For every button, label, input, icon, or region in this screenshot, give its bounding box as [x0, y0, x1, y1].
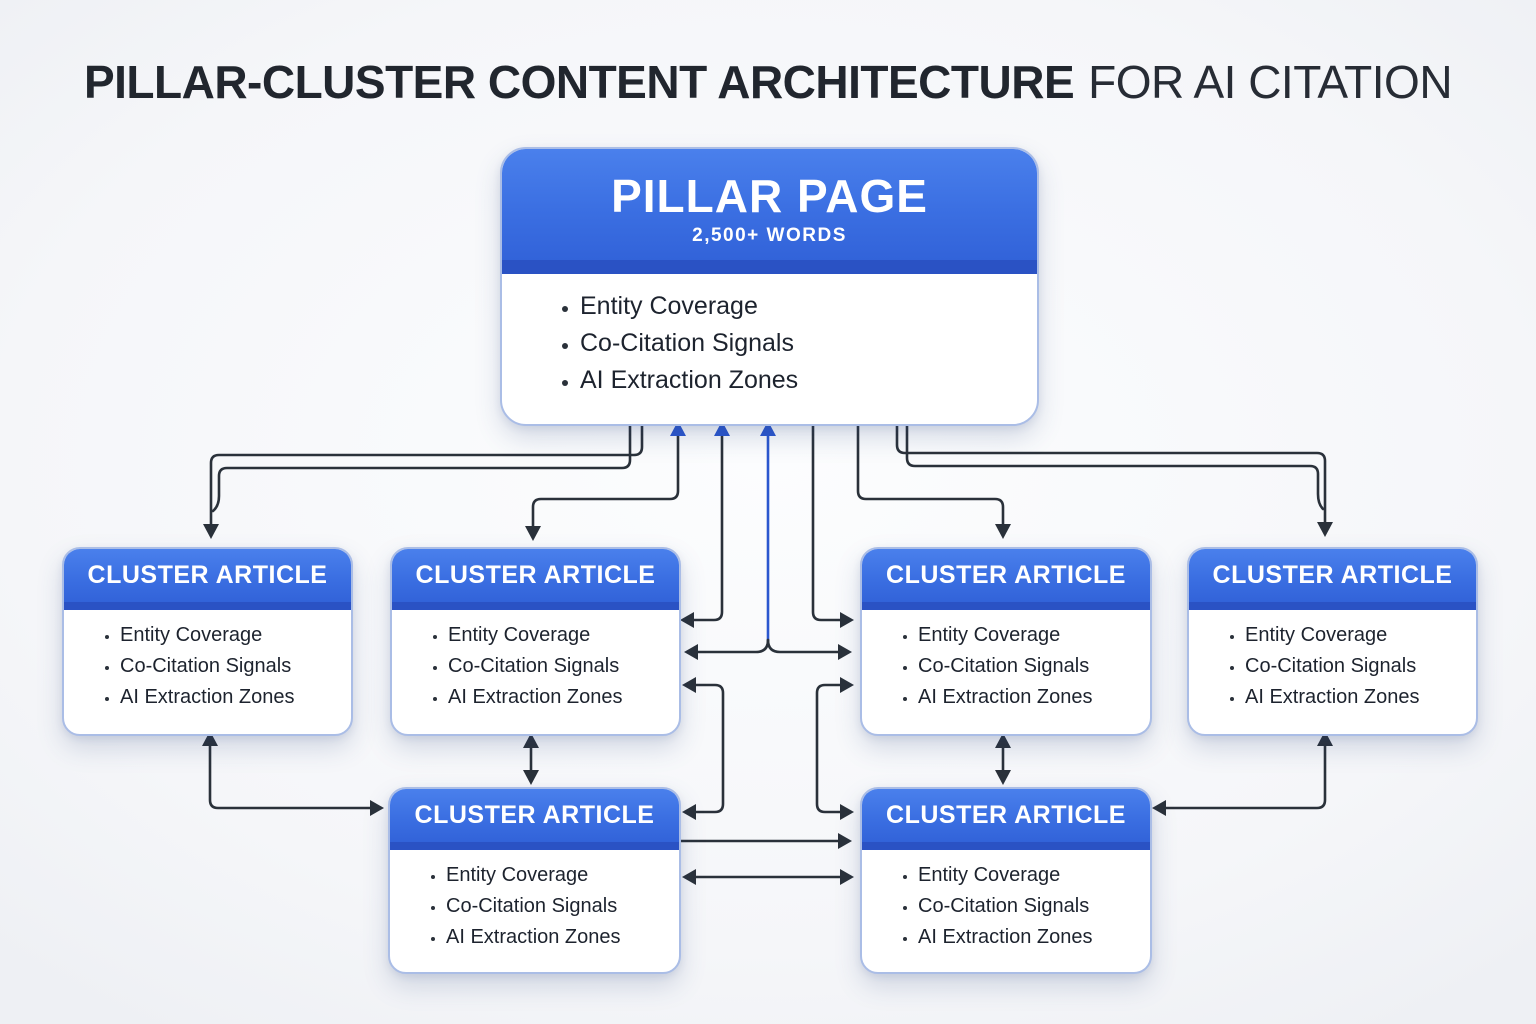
cluster-bullet-list: Entity Coverage Co-Citation Signals AI E…: [390, 850, 679, 947]
cluster-header-stripe: [64, 602, 351, 610]
cluster-box-2: CLUSTER ARTICLE Entity Coverage Co-Citat…: [390, 547, 681, 736]
bullet-item: AI Extraction Zones: [918, 687, 1140, 707]
cluster-title: CLUSTER ARTICLE: [886, 561, 1126, 589]
connector-cluster3-cluster6-bracket: [815, 677, 854, 820]
connector-pillar-center-split: [684, 421, 852, 660]
bullet-item: Entity Coverage: [918, 865, 1140, 885]
pillar-title: PILLAR PAGE: [611, 170, 928, 222]
cluster-box-4: CLUSTER ARTICLE Entity Coverage Co-Citat…: [1187, 547, 1478, 736]
pillar-bullet-list: Entity Coverage Co-Citation Signals AI E…: [502, 274, 1037, 393]
bullet-item: Co-Citation Signals: [918, 656, 1140, 676]
connector-cluster2-cluster5-vertical: [523, 733, 539, 785]
cluster-box-5: CLUSTER ARTICLE Entity Coverage Co-Citat…: [388, 787, 681, 974]
cluster-header-stripe: [1189, 602, 1476, 610]
cluster-header-stripe: [390, 842, 679, 850]
connector-cluster3-cluster6-vertical: [995, 733, 1011, 785]
bullet-item: AI Extraction Zones: [580, 368, 1017, 393]
cluster-header: CLUSTER ARTICLE: [862, 549, 1150, 602]
bullet-item: AI Extraction Zones: [918, 927, 1140, 947]
cluster-bullet-list: Entity Coverage Co-Citation Signals AI E…: [392, 610, 679, 707]
connector-pillar-to-cluster1: [203, 419, 644, 539]
cluster-box-3: CLUSTER ARTICLE Entity Coverage Co-Citat…: [860, 547, 1152, 736]
connector-cluster5-cluster6-bidirectional: [682, 869, 854, 885]
bullet-item: Co-Citation Signals: [918, 896, 1140, 916]
bullet-item: Entity Coverage: [918, 625, 1140, 645]
bullet-item: Entity Coverage: [580, 294, 1017, 319]
bullet-item: Co-Citation Signals: [446, 896, 669, 916]
bullet-item: AI Extraction Zones: [446, 927, 669, 947]
cluster-header: CLUSTER ARTICLE: [390, 789, 679, 842]
pillar-page-box: PILLAR PAGE 2,500+ WORDS Entity Coverage…: [500, 147, 1039, 426]
cluster-header-stripe: [392, 602, 679, 610]
connector-cluster2-cluster5-bracket: [682, 677, 725, 820]
bullet-item: AI Extraction Zones: [1245, 687, 1466, 707]
cluster-header: CLUSTER ARTICLE: [392, 549, 679, 602]
connector-pillar-to-cluster2-top: [525, 421, 686, 541]
cluster-bullet-list: Entity Coverage Co-Citation Signals AI E…: [862, 610, 1150, 707]
connector-pillar-to-cluster4: [895, 419, 1333, 537]
cluster-header-stripe: [862, 602, 1150, 610]
cluster-header: CLUSTER ARTICLE: [64, 549, 351, 602]
bullet-item: Entity Coverage: [1245, 625, 1466, 645]
cluster-bullet-list: Entity Coverage Co-Citation Signals AI E…: [64, 610, 351, 707]
bullet-item: Co-Citation Signals: [120, 656, 341, 676]
connector-cluster4-cluster6: [1152, 731, 1333, 816]
bullet-item: Co-Citation Signals: [580, 331, 1017, 356]
bullet-item: Entity Coverage: [446, 865, 669, 885]
cluster-bullet-list: Entity Coverage Co-Citation Signals AI E…: [862, 850, 1150, 947]
connector-cluster5-to-cluster6: [675, 833, 852, 849]
bullet-item: AI Extraction Zones: [448, 687, 669, 707]
cluster-title: CLUSTER ARTICLE: [886, 801, 1126, 829]
bullet-item: AI Extraction Zones: [120, 687, 341, 707]
cluster-bullet-list: Entity Coverage Co-Citation Signals AI E…: [1189, 610, 1476, 707]
cluster-header: CLUSTER ARTICLE: [1189, 549, 1476, 602]
connector-cluster1-cluster5: [202, 731, 384, 816]
cluster-title: CLUSTER ARTICLE: [415, 561, 656, 589]
diagram-title-main: PILLAR-CLUSTER CONTENT ARCHITECTURE: [83, 56, 1075, 108]
cluster-header: CLUSTER ARTICLE: [862, 789, 1150, 842]
bullet-item: Entity Coverage: [448, 625, 669, 645]
pillar-subtitle: 2,500+ WORDS: [692, 225, 847, 246]
connector-pillar-to-cluster3-side: [811, 419, 854, 628]
cluster-title: CLUSTER ARTICLE: [1212, 561, 1453, 589]
diagram-title-suffix: FOR AI CITATION: [1088, 56, 1453, 108]
cluster-title: CLUSTER ARTICLE: [87, 561, 328, 589]
pillar-header: PILLAR PAGE 2,500+ WORDS: [502, 149, 1037, 260]
bullet-item: Co-Citation Signals: [1245, 656, 1466, 676]
connector-pillar-to-cluster3-top: [856, 419, 1011, 539]
cluster-title: CLUSTER ARTICLE: [414, 801, 655, 829]
bullet-item: Co-Citation Signals: [448, 656, 669, 676]
connector-pillar-to-cluster2-side: [680, 421, 730, 628]
cluster-box-6: CLUSTER ARTICLE Entity Coverage Co-Citat…: [860, 787, 1152, 974]
cluster-header-stripe: [862, 842, 1150, 850]
pillar-header-stripe: [502, 260, 1037, 274]
cluster-box-1: CLUSTER ARTICLE Entity Coverage Co-Citat…: [62, 547, 353, 736]
bullet-item: Entity Coverage: [120, 625, 341, 645]
